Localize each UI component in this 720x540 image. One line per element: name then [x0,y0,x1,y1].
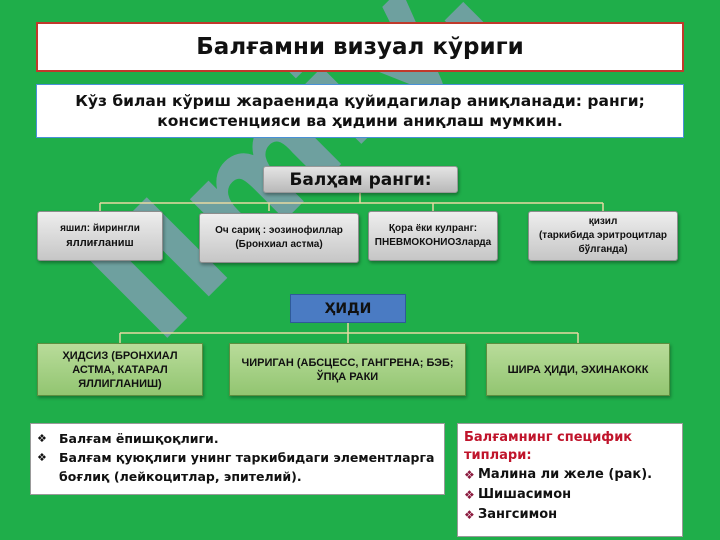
diamond-bullet-icon: ❖ [37,432,47,445]
list-item: ❖ Балғам қуюқлиги унинг таркибидаги элем… [37,448,438,486]
smell-box-odorless: ҲИДСИЗ (БРОНХИАЛ АСТМА, КАТАРАЛ ЯЛЛИГЛАН… [37,343,203,396]
color-box-yellow: Оч сариқ : эозинофиллар (Бронхиал астма) [199,213,359,263]
color-box-green-line2: яллиғланиш [66,237,134,249]
list-item-text: Балғам қуюқлиги унинг таркибидаги элемен… [59,450,435,484]
slide-title: Балғамни визуал кўриги [36,22,684,72]
diamond-bullet-icon: ❖ [464,468,475,482]
color-box-green-line1: яшил: йирингли [60,223,140,234]
list-item: ❖ Шишасимон [464,485,676,505]
list-item-text: Балғам ёпишқоқлиги. [59,431,219,446]
color-box-red-line2: (таркибида эритроцитлар бўлганда) [538,230,668,255]
color-box-black-gray-line1: Қора ёки кулранг: [388,223,478,234]
color-box-black-gray: Қора ёки кулранг: ПНЕВМОКОНИОЗларда [368,211,498,261]
sputum-color-heading: Балҳам ранги: [263,166,458,193]
list-item-text: Малина ли желе (рак). [478,467,653,482]
diamond-bullet-icon: ❖ [37,451,47,464]
list-item: ❖ Балғам ёпишқоқлиги. [37,429,438,448]
color-box-red: қизил (таркибида эритроцитлар бўлганда) [528,211,678,261]
list-item: ❖ Зангсимон [464,505,676,525]
color-box-green: яшил: йирингли яллиғланиш [37,211,163,261]
smell-box-putrid: ЧИРИГАН (АБСЦЕСС, ГАНГРЕНА; БЭБ; ЎПҚА РА… [229,343,466,396]
properties-list: ❖ Балғам ёпишқоқлиги. ❖ Балғам қуюқлиги … [30,423,445,495]
color-box-yellow-line1: Оч сариқ : эозинофиллар [215,225,343,236]
list-item-text: Шишасимон [478,487,572,502]
diamond-bullet-icon: ❖ [464,508,475,522]
color-box-red-line1: қизил [588,216,618,227]
specific-types-box: Балғамнинг специфик типлари: ❖ Малина ли… [457,423,683,537]
specific-types-heading: Балғамнинг специфик типлари: [464,430,633,463]
color-box-yellow-line2: (Бронхиал астма) [235,239,323,250]
smell-heading: ҲИДИ [290,294,406,323]
smell-box-juice: ШИРА ҲИДИ, ЭХИНАКОКК [486,343,670,396]
intro-text: Кўз билан кўриш жараенида қуйидагилар ан… [36,84,684,138]
list-item: ❖ Малина ли желе (рак). [464,465,676,485]
color-box-black-gray-line2: ПНЕВМОКОНИОЗларда [374,237,492,248]
diamond-bullet-icon: ❖ [464,488,475,502]
list-item-text: Зангсимон [478,507,558,522]
